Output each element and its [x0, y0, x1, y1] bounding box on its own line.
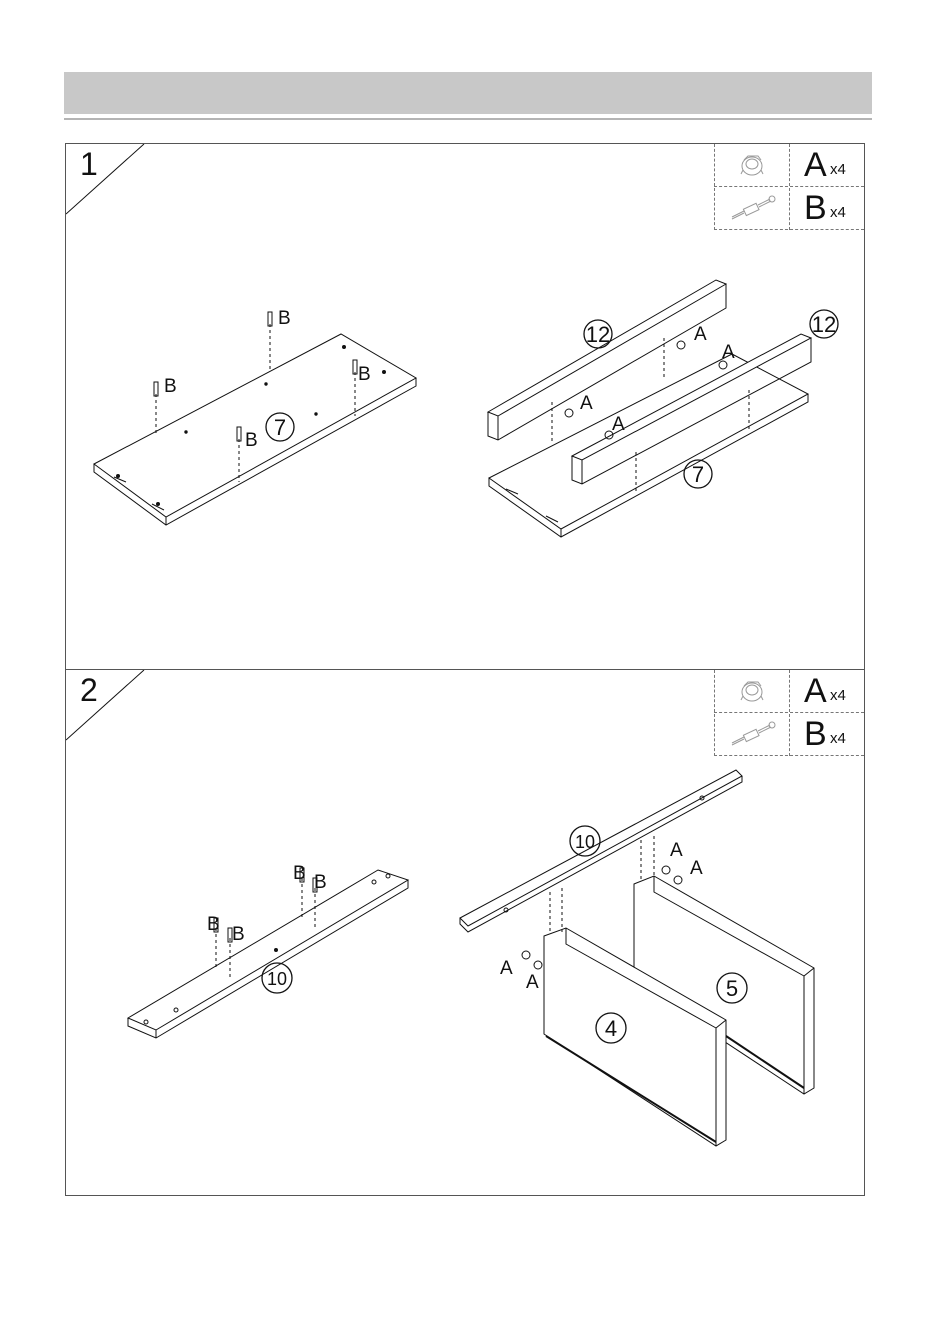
step-1-panel: 1 A x4 — [65, 143, 865, 670]
label-a: A — [612, 414, 625, 435]
label-b: B — [278, 308, 291, 329]
label-a: A — [580, 393, 593, 414]
shelf-panel-right — [489, 354, 808, 537]
label-b: B — [358, 364, 371, 385]
label-b: B — [232, 924, 245, 945]
step-1-drawing: B B B B 7 A A A A 12 12 7 — [66, 144, 866, 671]
part-number: 7 — [274, 415, 286, 440]
label-b: B — [207, 914, 220, 935]
part-number: 4 — [605, 1016, 617, 1041]
label-a: A — [500, 958, 513, 979]
label-b: B — [164, 376, 177, 397]
step-2-panel: 2 A x4 — [65, 669, 865, 1196]
label-a: A — [526, 972, 539, 993]
label-a: A — [694, 324, 707, 345]
header-rule — [64, 118, 872, 120]
part-number: 12 — [812, 312, 836, 337]
part-number: 5 — [726, 976, 738, 1001]
part-number: 7 — [692, 462, 704, 487]
top-board — [128, 870, 408, 1038]
label-a: A — [690, 858, 703, 879]
label-b: B — [245, 430, 258, 451]
part-number: 10 — [575, 832, 595, 852]
part-number: 12 — [586, 322, 610, 347]
label-b: B — [314, 872, 327, 893]
header-bar — [64, 72, 872, 114]
label-b: B — [293, 863, 306, 884]
label-a: A — [670, 840, 683, 861]
part-number: 10 — [267, 969, 287, 989]
label-a: A — [722, 342, 735, 363]
step-2-drawing: B B B B 10 10 A A A A 4 5 — [66, 670, 866, 1197]
